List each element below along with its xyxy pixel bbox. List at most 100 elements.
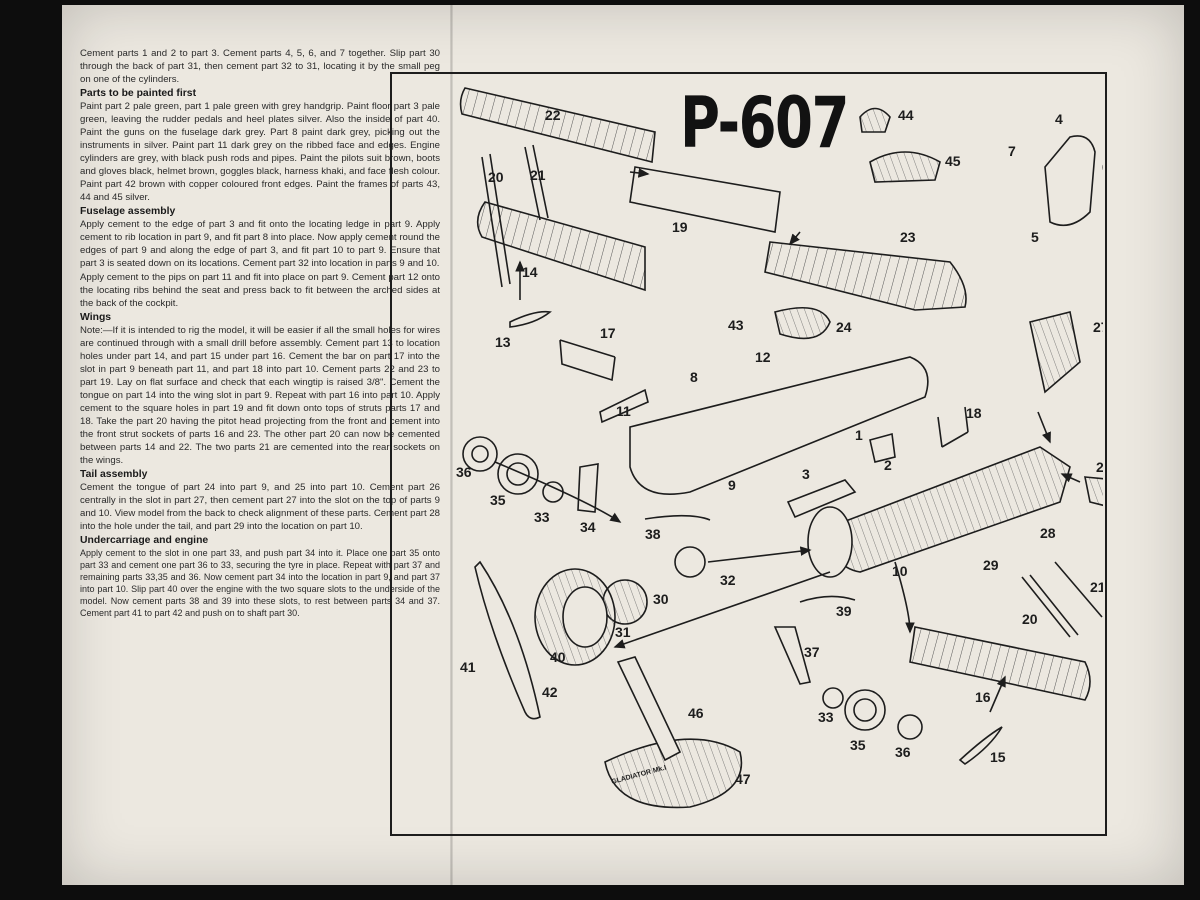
part-number: 39	[836, 603, 852, 619]
tailplane-right	[1084, 476, 1103, 507]
wings-paragraph: Note:—If it is intended to rig the model…	[80, 325, 440, 466]
part-number: 10	[892, 563, 908, 579]
display-stand-arm	[616, 656, 682, 762]
exploded-assembly-diagram: 22 20 21 19 23 14 13 17 43 24 12 8 11 1 …	[456, 87, 1103, 809]
instructions-column: Cement parts 1 and 2 to part 3. Cement p…	[80, 47, 440, 620]
part-number: 24	[836, 319, 852, 335]
lower-wing-left-part	[476, 201, 646, 292]
part-number: 42	[542, 684, 558, 700]
part-number: 16	[975, 689, 991, 705]
wheel-36-right	[897, 714, 923, 740]
part-number: 14	[522, 264, 538, 280]
part-number: 46	[688, 705, 704, 721]
strut-20-lower	[1021, 574, 1079, 638]
assembly-arrow	[989, 675, 1006, 713]
part-number: 36	[456, 464, 472, 480]
cabane-strut-18	[937, 406, 969, 448]
upper-wing-left-part	[459, 87, 656, 164]
wire-39	[799, 595, 856, 603]
part-number: 38	[645, 526, 661, 542]
part-number: 35	[850, 737, 866, 753]
assembly-arrow	[1037, 411, 1051, 444]
part-number: 44	[898, 107, 914, 123]
canopy-44	[859, 107, 891, 133]
part-number: 3	[802, 466, 810, 482]
assembly-arrow	[788, 231, 801, 246]
part-number: 9	[728, 477, 736, 493]
part-number: 8	[690, 369, 698, 385]
part-number: 27	[1093, 319, 1103, 335]
part-number: 47	[735, 771, 751, 787]
diagram-frame	[390, 72, 1107, 836]
strut-21-lower	[1054, 561, 1103, 618]
part-number: 28	[1040, 525, 1056, 541]
part-number: 25	[1096, 459, 1103, 475]
fuselage-paragraph-2: Apply cement to the pips on part 11 and …	[80, 272, 440, 309]
assembly-arrow	[494, 461, 622, 523]
undercarriage-heading: Undercarriage and engine	[80, 535, 209, 546]
painted-paragraph: Paint part 2 pale green, part 1 pale gre…	[80, 101, 440, 203]
wing-fitting-13	[509, 310, 552, 328]
assembly-arrow	[629, 168, 650, 178]
part-number: 23	[900, 229, 916, 245]
undercarriage-leg-right	[773, 626, 811, 685]
part-number: 17	[600, 325, 616, 341]
part-number: 18	[966, 405, 982, 421]
part-number: 43	[728, 317, 744, 333]
page-fold	[450, 5, 453, 885]
pilot-figure	[1044, 135, 1096, 227]
part-number: 5	[1031, 229, 1039, 245]
tyre-35-right	[844, 689, 886, 731]
lower-wing-right-part	[909, 626, 1091, 701]
tyre-35-left	[497, 453, 539, 495]
part-number: 22	[545, 107, 561, 123]
wings-heading: Wings	[80, 312, 112, 323]
part-number: 41	[460, 659, 476, 675]
part-number: 30	[653, 591, 669, 607]
part-number: 29	[983, 557, 999, 573]
part-number: 4	[1055, 111, 1063, 127]
painted-heading: Parts to be painted first	[80, 88, 197, 99]
wire-38	[644, 514, 711, 521]
undercarriage-paragraph: Apply cement to the slot in one part 33,…	[80, 548, 440, 618]
part-number: 21	[1090, 579, 1103, 595]
intro-paragraph: Cement parts 1 and 2 to part 3. Cement p…	[80, 48, 440, 85]
part-number: 12	[755, 349, 771, 365]
part-number: 11	[616, 403, 631, 419]
part-number: 40	[550, 649, 566, 665]
wheel-36-left	[462, 436, 498, 472]
assembly-arrow	[707, 546, 812, 563]
part-number: 20	[1022, 611, 1038, 627]
part-number: 35	[490, 492, 506, 508]
fuselage-right-half	[829, 446, 1071, 573]
propeller	[474, 560, 541, 720]
assembly-arrow	[613, 571, 831, 649]
fuselage-heading: Fuselage assembly	[80, 206, 176, 217]
tail-heading: Tail assembly	[80, 469, 148, 480]
undercarriage-leg-left	[577, 463, 599, 513]
reduction-gear-part	[674, 546, 706, 578]
part-number: 13	[495, 334, 511, 350]
fuselage-paragraph-1: Apply cement to the edge of part 3 and f…	[80, 219, 440, 269]
tailplane-left	[774, 306, 831, 340]
part-number: 19	[672, 219, 688, 235]
cowling	[807, 506, 853, 578]
part-number: 34	[580, 519, 596, 535]
part-number: 21	[530, 167, 546, 183]
part-number: 37	[804, 644, 820, 660]
strut-21-upper	[524, 144, 549, 221]
part-number: 32	[720, 572, 736, 588]
seat	[869, 432, 896, 463]
part-number: 1	[855, 427, 863, 443]
tail-fin	[1029, 311, 1081, 394]
hub-33-right	[822, 687, 844, 709]
upper-wing-right-part	[764, 241, 967, 311]
part-number: 33	[534, 509, 550, 525]
part-number: 20	[488, 169, 504, 185]
assembly-arrow	[1060, 473, 1081, 483]
assembly-arrow	[894, 561, 915, 634]
cockpit-floor	[786, 479, 857, 519]
canopy-45	[869, 151, 941, 183]
upper-wing-centre-part	[629, 166, 781, 233]
kit-number-title: P-607	[680, 82, 849, 164]
